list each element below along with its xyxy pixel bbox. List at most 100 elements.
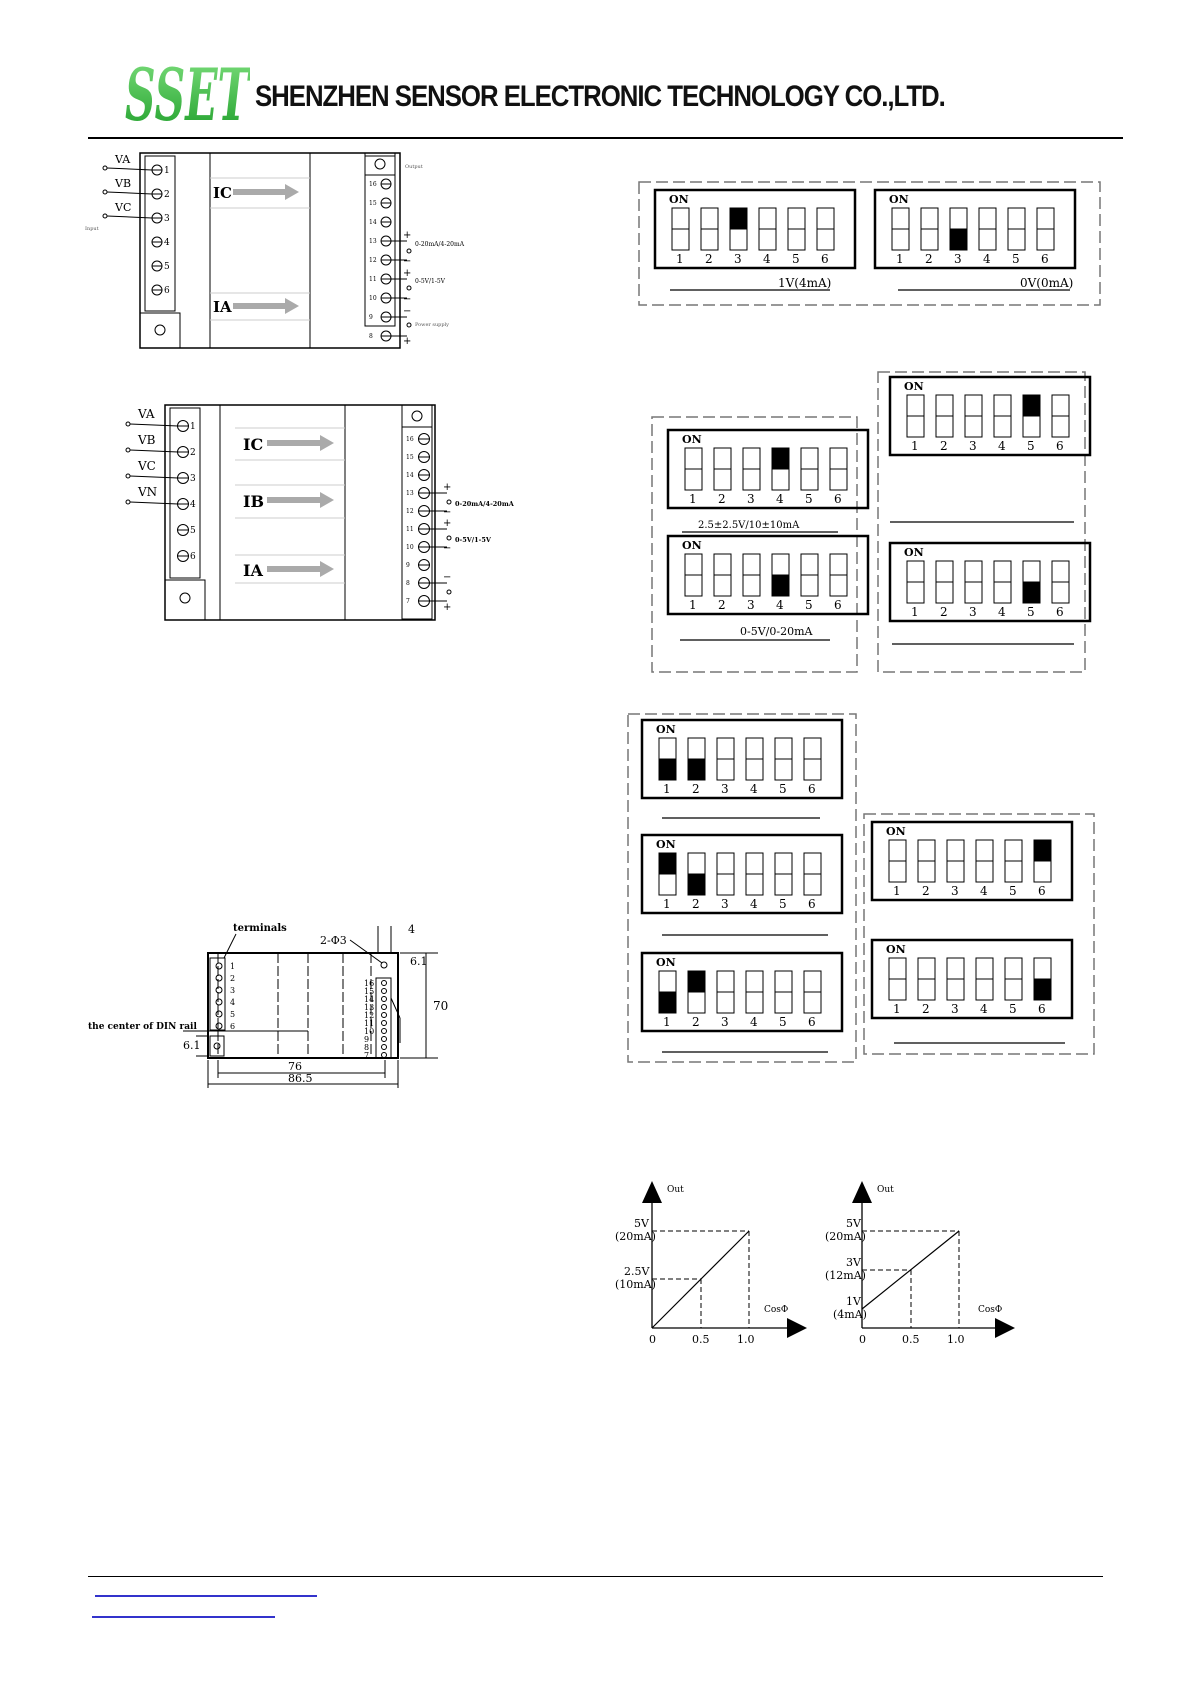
dip-number: 4 [776,492,784,506]
svg-text:(12mA): (12mA) [825,1269,866,1282]
svg-text:5V: 5V [846,1217,862,1230]
svg-text:6: 6 [164,286,170,296]
right-pin-holes: 16 15 14 13 12 11 10 9 8 7 [364,979,387,1060]
dip-on-label: ON [682,433,702,446]
svg-text:16: 16 [364,979,374,988]
left-terminal-block: 1 2 3 4 5 6 [177,420,196,562]
dip-switch-6: 6 [1036,207,1055,266]
corner-offset-top: 6.1 [410,955,428,968]
dip-switch-2: 2 [687,970,706,1029]
dip-switch-4: 4 [745,852,764,911]
dip-switch-1: 1 [671,207,690,266]
dip-number: 1 [911,439,919,453]
dip-number: 4 [750,782,758,796]
dip-number: 5 [779,897,787,911]
dip-number: 5 [779,1015,787,1029]
output-current-range: 0-20mA/4-20mA [415,241,465,248]
dip-number: 2 [705,252,713,266]
current-ia: IA [213,298,232,316]
dip-switch-2: 2 [920,207,939,266]
dip-number: 5 [792,252,800,266]
dip-switch-4: 4 [745,970,764,1029]
dip-number: 6 [834,492,842,506]
dip-switch-4: 4 [975,839,994,898]
svg-text:1.0: 1.0 [737,1333,755,1346]
dip-number: 1 [893,1002,901,1016]
dip-switch-4: 4 [975,957,994,1016]
dip-switch-2: 2 [687,852,706,911]
dip-on-label: ON [682,539,702,552]
dip-switch-5: 5 [1022,560,1041,619]
dip-switch-4: 4 [745,737,764,796]
svg-text:5: 5 [190,526,196,536]
dip-switch-5: 5 [774,737,793,796]
svg-text:13: 13 [369,238,377,245]
terminals-label: terminals [233,923,287,934]
dip-switch-1: 1 [684,447,703,506]
dip-number: 1 [663,782,671,796]
dip-number: 6 [1056,605,1064,619]
dip-number: 4 [998,605,1006,619]
current-ia: IA [243,561,263,580]
right-terminal-block: 16 15 14 13 12 11 10 9 8 [369,178,392,342]
dip-switch-5: 5 [1007,207,1026,266]
dip-number: 6 [808,782,816,796]
header: SSET SHENZHEN SENSOR ELECTRONIC TECHNOLO… [0,0,1191,140]
company-logo: SSET [125,60,250,126]
svg-text:16: 16 [369,181,377,188]
input-vb: VB [137,433,156,447]
svg-text:10: 10 [369,295,377,302]
output-graph-bipolar: Out CosΦ 5V (20mA) 2.5V (10mA) 0 0.5 1.0 [615,1181,807,1346]
top-offset: 4 [408,923,415,936]
dip-number: 5 [805,598,813,612]
y-axis-label: Out [667,1185,684,1195]
output-label: Output [405,164,423,170]
footer-link-1[interactable] [95,1595,317,1597]
svg-text:8: 8 [406,580,410,587]
svg-text:2: 2 [230,974,235,983]
dip-number: 5 [805,492,813,506]
dip-switch-6: 6 [829,447,848,506]
dip-switch-4: 4 [978,207,997,266]
right-terminal-block: 16 15 14 13 12 11 10 9 8 7 [406,433,430,607]
svg-text:0.5: 0.5 [902,1333,920,1346]
dip-number: 3 [969,605,977,619]
dip-number: 2 [718,492,726,506]
svg-text:2.5V: 2.5V [624,1265,650,1278]
svg-text:8: 8 [369,333,373,340]
dip-number: 3 [747,492,755,506]
dip-number: 1 [676,252,684,266]
dip-number: 2 [922,884,930,898]
dip-number: 6 [1038,884,1046,898]
svg-text:1V: 1V [846,1295,862,1308]
footer-rule [88,1576,1103,1577]
dip-number: 5 [1027,605,1035,619]
svg-text:2: 2 [190,448,196,458]
footer-link-2[interactable] [92,1616,275,1618]
dip-number: 5 [779,782,787,796]
dip-switch-4: 4 [758,207,777,266]
dip-number: 4 [983,252,991,266]
current-ic: IC [243,435,263,454]
dip-switch-6: 6 [1033,839,1052,898]
dip-number: 3 [951,1002,959,1016]
input-vb: VB [114,177,131,190]
svg-text:5: 5 [164,262,170,272]
dip-switch-5: 5 [1004,957,1023,1016]
svg-text:14: 14 [369,219,377,226]
input-wires: VA VB VC Input [85,153,153,232]
svg-text:−: − [403,294,411,305]
dip-switch-1: 1 [888,957,907,1016]
svg-text:10: 10 [406,544,414,551]
dip-number: 3 [747,598,755,612]
dip-on-label: ON [656,838,676,851]
dip-number: 1 [663,1015,671,1029]
svg-text:12: 12 [369,257,377,264]
dip-switch-1: 1 [906,394,925,453]
